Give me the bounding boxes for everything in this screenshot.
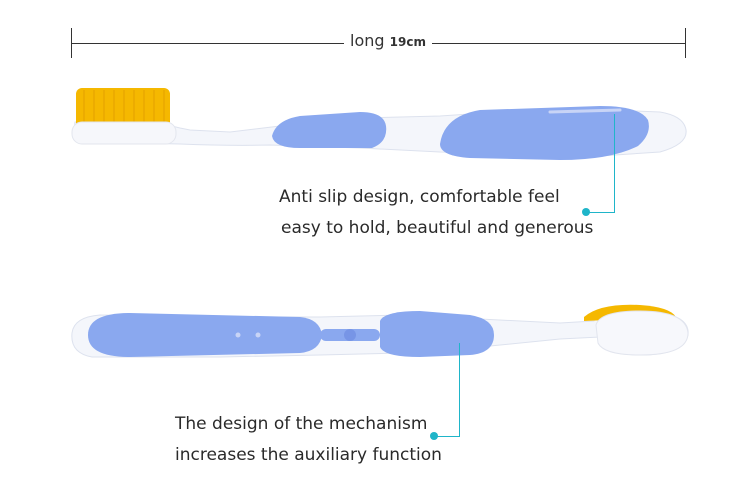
toothbrush-bottom xyxy=(71,304,689,358)
toothbrush-bottom-head xyxy=(595,310,689,356)
dimension-label: long 19cm xyxy=(344,31,432,50)
dimension-value: 19cm xyxy=(389,35,426,49)
callout-2-dot xyxy=(430,432,438,440)
toothbrush-top xyxy=(71,88,687,160)
toothbrush-bottom-connectors xyxy=(320,329,380,341)
callout-1-horizontal xyxy=(588,212,615,213)
callout-1-line2: easy to hold, beautiful and generous xyxy=(281,218,594,238)
callout-2-horizontal xyxy=(437,436,460,437)
toothbrush-bottom-grip-front xyxy=(380,311,494,357)
toothbrush-bottom-grip-handle xyxy=(88,313,322,357)
toothbrush-top-grip-front xyxy=(272,112,387,148)
callout-2-line1: The design of the mechanism xyxy=(175,414,428,434)
callout-2-line2: increases the auxiliary function xyxy=(175,445,442,465)
callout-1-dot xyxy=(582,208,590,216)
dimension-tick-right xyxy=(685,28,686,58)
callout-1-vertical xyxy=(614,114,615,212)
toothbrush-top-grip-handle xyxy=(440,106,649,160)
callout-1-line1: Anti slip design, comfortable feel xyxy=(279,187,560,207)
toothbrush-top-bristles xyxy=(71,88,177,145)
dimension-label-text: long xyxy=(350,31,385,50)
callout-2-vertical xyxy=(459,343,460,436)
